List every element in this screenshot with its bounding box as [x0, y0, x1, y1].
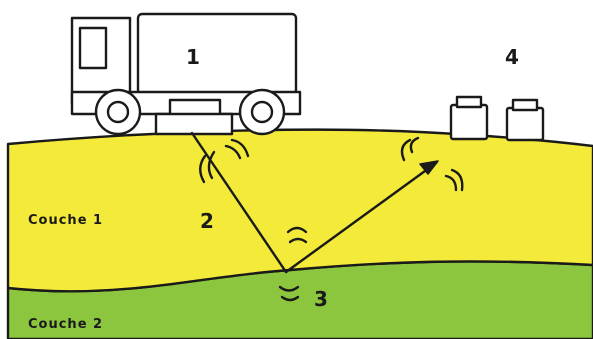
- layer-upper-label: Couche 1: [28, 213, 103, 228]
- layer-lower-label: Couche 2: [28, 317, 103, 332]
- label-source: 1: [186, 45, 200, 69]
- truck-icon: [72, 14, 300, 134]
- label-ray: 2: [200, 209, 214, 233]
- geophone-icon: [451, 97, 543, 140]
- label-reflection: 3: [314, 287, 328, 311]
- label-receivers: 4: [505, 45, 519, 69]
